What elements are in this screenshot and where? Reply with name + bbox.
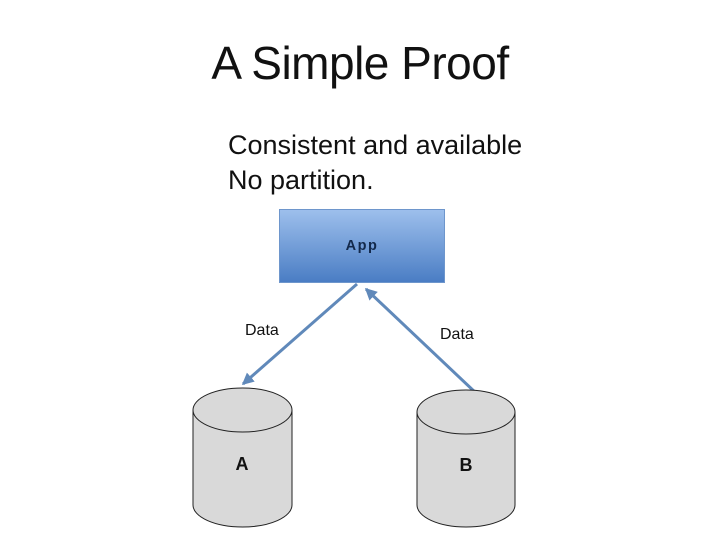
app-box-label: App [345, 238, 379, 254]
slide-title: A Simple Proof [211, 37, 509, 89]
cylinder-a-top [192, 387, 293, 433]
app-box-shape: App [279, 209, 445, 283]
cylinder-a [192, 387, 293, 528]
body-text-line-2: No partition. [228, 165, 374, 195]
data-label-left: Data [245, 322, 279, 339]
cylinder-a-body [192, 410, 293, 528]
cylinder-b [416, 389, 516, 528]
data-label-right: Data [440, 326, 474, 343]
cylinder-a-label: A [235, 454, 249, 474]
arrow-app-to-cylinder-a [241, 282, 358, 386]
body-text-line-1: Consistent and available [228, 130, 523, 160]
slide-body-text: Consistent and available No partition. [228, 128, 522, 198]
cylinder-b-body [416, 412, 516, 528]
arrow-cylinder-b-to-app [364, 287, 479, 396]
cylinder-b-top [416, 389, 516, 435]
cylinder-b-label: B [459, 455, 473, 475]
